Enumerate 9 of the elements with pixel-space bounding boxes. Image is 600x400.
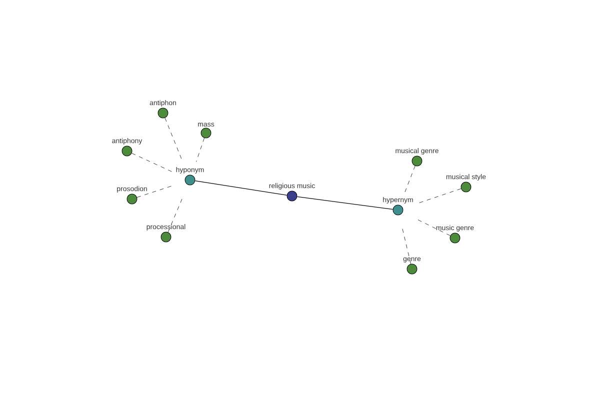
dashed-line (196, 138, 204, 162)
dashed-line (404, 166, 416, 192)
dashed-line (132, 153, 173, 172)
dashed-line (402, 228, 411, 264)
line (296, 196, 394, 210)
dashed-line (415, 218, 450, 236)
line (194, 180, 288, 196)
dashed-line (168, 198, 183, 232)
dashed-line (136, 186, 172, 198)
